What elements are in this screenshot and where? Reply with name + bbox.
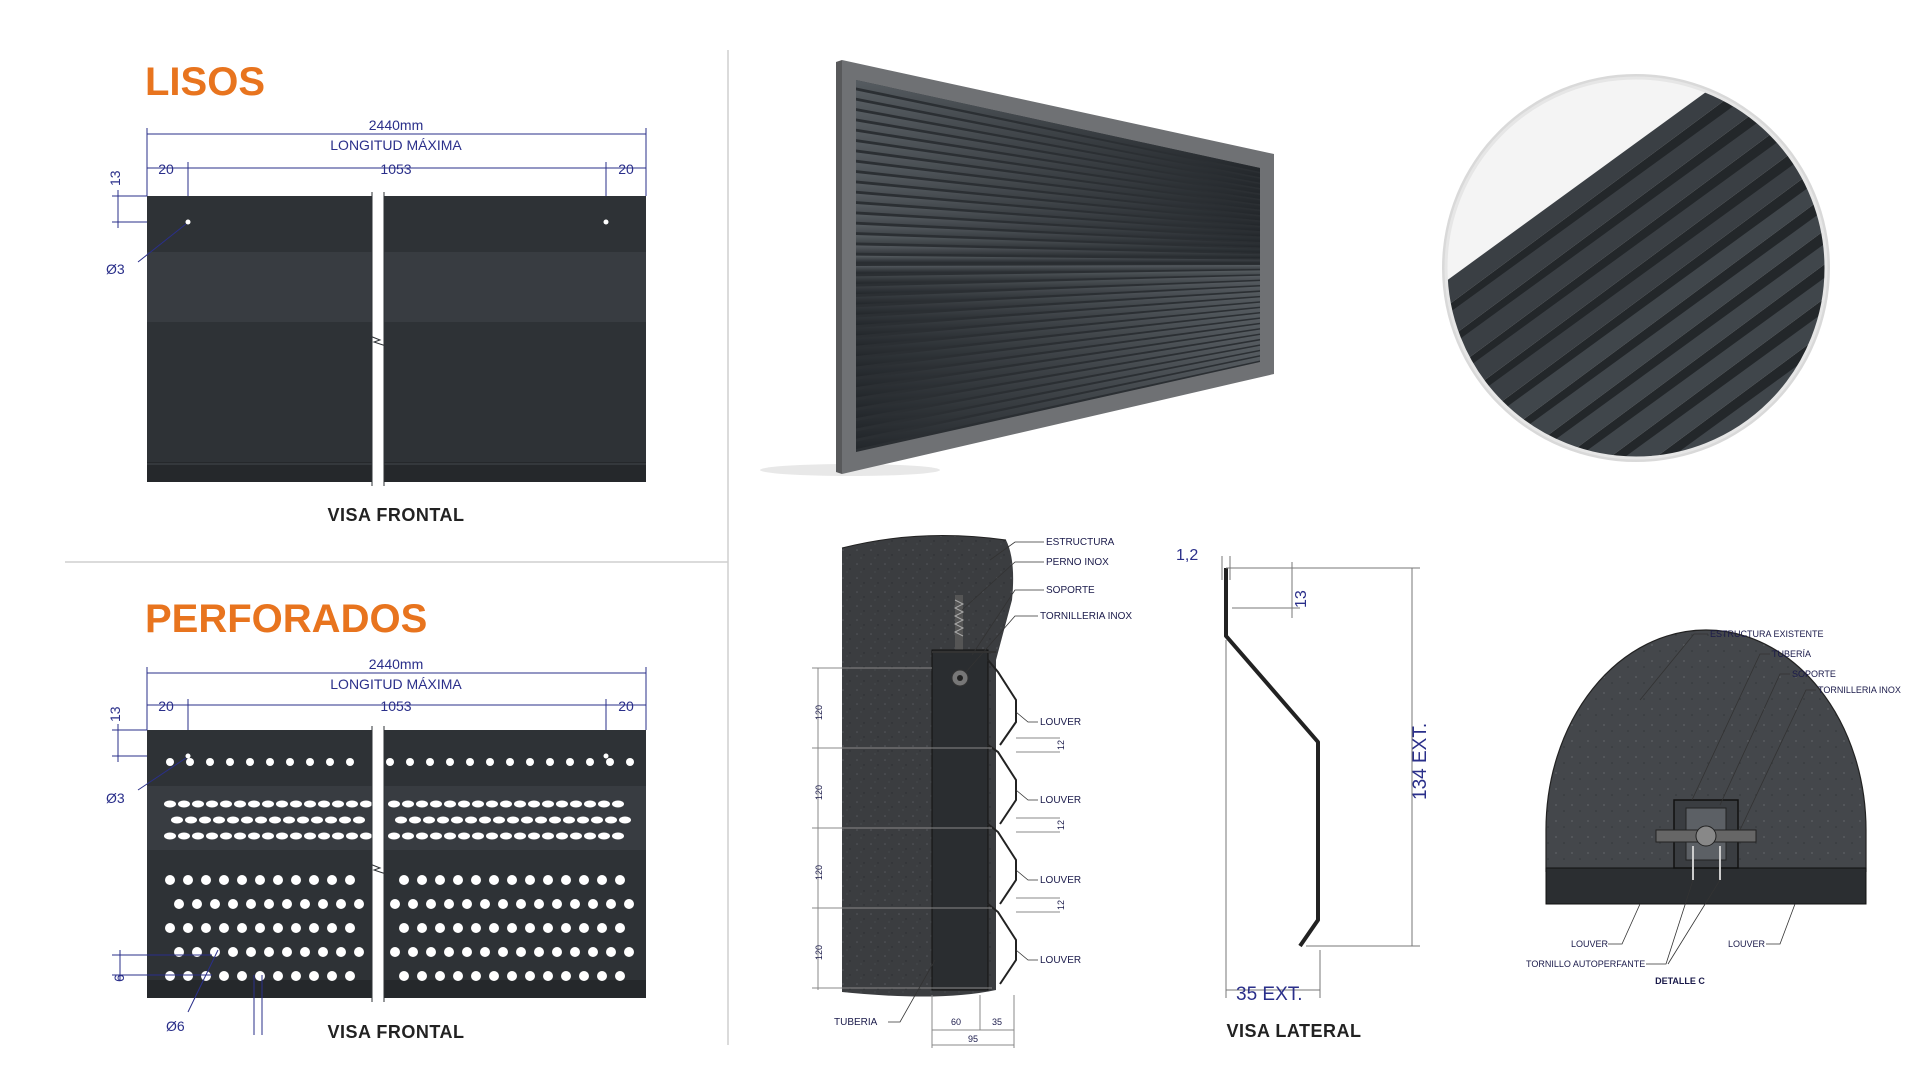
lisos-hole-diameter: Ø3 xyxy=(106,261,125,277)
perforados-perf-pitch: 6 xyxy=(111,974,127,982)
lisos-drawing: 2440mm LONGITUD MÁXIMA 20 1053 20 13 Ø3 xyxy=(106,117,647,486)
detail-label-estructura: ESTRUCTURA EXISTENTE xyxy=(1710,629,1824,639)
section-label-louver-2: LOUVER xyxy=(1040,795,1081,806)
detail-label-tuberia: TUBERÍA xyxy=(1772,649,1811,659)
section-base-b: 35 xyxy=(992,1017,1002,1027)
profile-top: 13 xyxy=(1293,590,1310,608)
section-spacing-1: 120 xyxy=(814,705,824,720)
section-label-louver-1: LOUVER xyxy=(1040,717,1081,728)
detail-label-tornilleria: TORNILLERIA INOX xyxy=(1818,685,1901,695)
section-label-soporte: SOPORTE xyxy=(1046,585,1095,596)
section-spacing-3: 120 xyxy=(814,865,824,880)
section-gap-2: 12 xyxy=(1056,820,1066,830)
section-spacing-2: 120 xyxy=(814,785,824,800)
profile-thickness: 1,2 xyxy=(1176,547,1198,564)
lisos-max-length-label: LONGITUD MÁXIMA xyxy=(330,137,462,153)
detail-label-louver-right: LOUVER xyxy=(1728,939,1766,949)
lisos-span: 1053 xyxy=(380,161,411,177)
detail-label-soporte: SOPORTE xyxy=(1792,669,1836,679)
perforados-panel xyxy=(147,730,646,998)
section-label-louver-4: LOUVER xyxy=(1040,955,1081,966)
section-spacing-4: 120 xyxy=(814,945,824,960)
perforados-edge-right: 20 xyxy=(618,698,634,714)
lisos-caption: VISA FRONTAL xyxy=(328,505,465,525)
perforation-pattern xyxy=(164,758,634,981)
section-label-tornilleria: TORNILLERIA INOX xyxy=(1040,611,1132,622)
section-label-louver-3: LOUVER xyxy=(1040,875,1081,886)
section-gap-1: 12 xyxy=(1056,740,1066,750)
section-base-total: 95 xyxy=(968,1034,978,1044)
lisos-edge-left: 20 xyxy=(158,161,174,177)
perforados-heading: PERFORADOS xyxy=(145,597,427,641)
lisos-hole-offset: 13 xyxy=(107,170,123,186)
detail-c: ESTRUCTURA EXISTENTE TUBERÍA SOPORTE TOR… xyxy=(1526,629,1901,969)
mounting-section: 120 120 120 120 12 12 12 ESTRUCTURA PERN… xyxy=(812,535,1132,1048)
section-label-estructura: ESTRUCTURA xyxy=(1046,537,1115,548)
detail-caption: DETALLE C xyxy=(1655,976,1705,986)
perforados-max-length-label: LONGITUD MÁXIMA xyxy=(330,676,462,692)
section-gap-3: 12 xyxy=(1056,900,1066,910)
perforados-caption: VISA FRONTAL xyxy=(328,1022,465,1042)
profile-height: 134 EXT. xyxy=(1410,723,1431,800)
lisos-heading: LISOS xyxy=(145,60,265,104)
side-profile: 1,2 13 134 EXT. 35 EXT. xyxy=(1176,547,1431,1005)
lisos-edge-right: 20 xyxy=(618,161,634,177)
perforados-span: 1053 xyxy=(380,698,411,714)
detail-label-louver-left: LOUVER xyxy=(1571,939,1609,949)
lisos-panel xyxy=(147,196,646,482)
profile-caption: VISA LATERAL xyxy=(1227,1021,1362,1041)
section-label-tuberia: TUBERIA xyxy=(834,1017,878,1028)
profile-depth: 35 EXT. xyxy=(1236,984,1303,1005)
lisos-total-length: 2440mm xyxy=(369,117,423,133)
louver-panel-render xyxy=(760,60,1274,476)
section-base-a: 60 xyxy=(951,1017,961,1027)
perforados-total-length: 2440mm xyxy=(369,656,423,672)
perforados-edge-left: 20 xyxy=(158,698,174,714)
perforados-drawing: 2440mm LONGITUD MÁXIMA 20 1053 20 13 Ø3 … xyxy=(106,656,647,1035)
detail-label-tornillo: TORNILLO AUTOPERFANTE xyxy=(1526,959,1645,969)
perforados-hole-offset: 13 xyxy=(107,706,123,722)
louver-closeup xyxy=(1442,74,1830,462)
perforados-perf-diameter: Ø6 xyxy=(166,1018,185,1034)
section-label-perno: PERNO INOX xyxy=(1046,557,1109,568)
perforados-hole-diameter: Ø3 xyxy=(106,790,125,806)
